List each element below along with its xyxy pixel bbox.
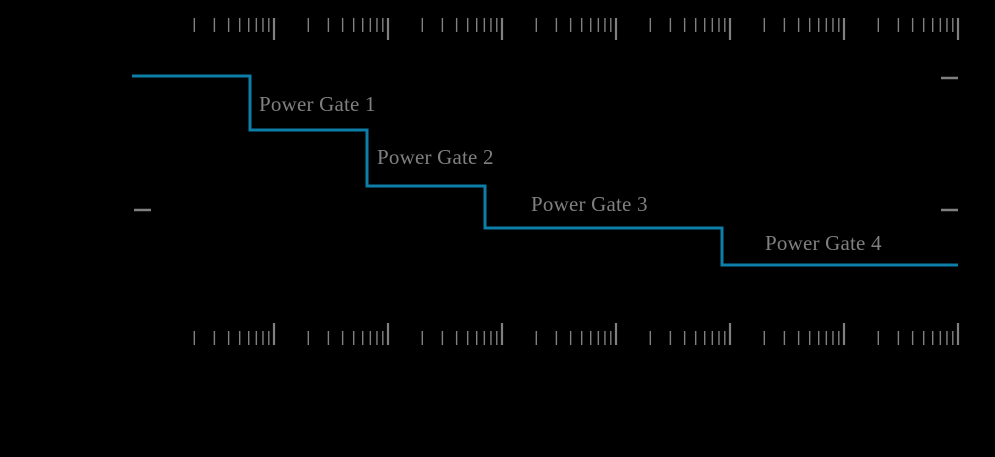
annotation-gate-1: Power Gate 1 bbox=[259, 92, 376, 116]
bottom-axis-tick-group bbox=[193, 323, 960, 345]
staircase-trace bbox=[132, 74, 958, 267]
annotation-gate-2: Power Gate 2 bbox=[377, 145, 494, 169]
annotation-gate-3: Power Gate 3 bbox=[531, 192, 648, 216]
annotation-gate-4: Power Gate 4 bbox=[765, 231, 882, 255]
y-axis-tick-group bbox=[134, 76, 958, 212]
top-axis-tick-group bbox=[193, 18, 960, 40]
